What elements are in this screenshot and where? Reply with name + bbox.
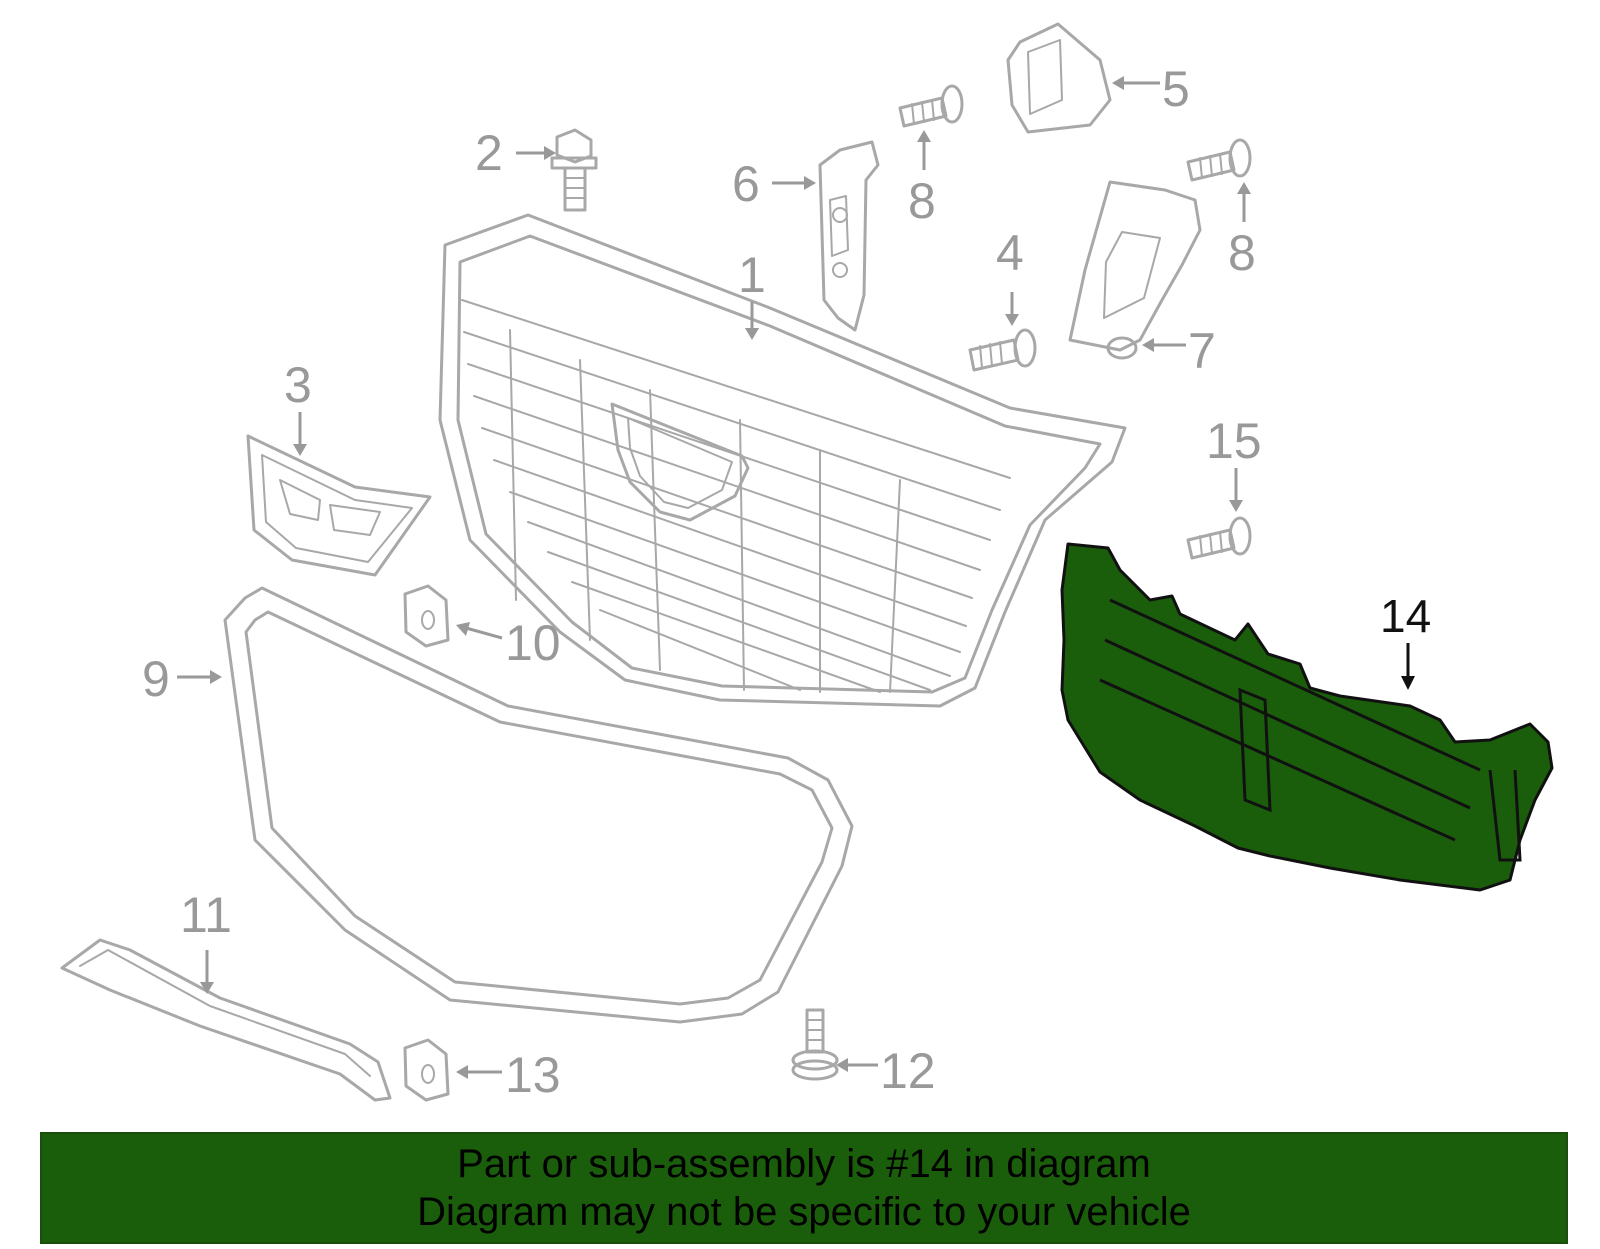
callout-14: 14 (1380, 590, 1431, 642)
screw-part-8b (1186, 138, 1252, 182)
callout-8b: 8 (1228, 225, 1256, 281)
callout-15: 15 (1206, 413, 1262, 469)
screw-part-15 (1186, 516, 1252, 560)
callout-12: 12 (880, 1043, 936, 1099)
callout-4: 4 (996, 225, 1024, 281)
clip-part-13 (403, 1038, 450, 1102)
callout-1: 1 (738, 247, 766, 303)
bolt-part-2 (550, 128, 598, 212)
info-banner: Part or sub-assembly is #14 in diagram D… (40, 1132, 1568, 1244)
callout-13: 13 (505, 1047, 561, 1103)
grille-part-1 (438, 213, 1127, 708)
banner-line-2: Diagram may not be specific to your vehi… (417, 1190, 1191, 1234)
callout-labels: 1 2 3 4 5 6 7 8 8 9 10 11 12 13 14 15 (142, 61, 1431, 1103)
emblem-part-3 (246, 434, 432, 577)
callout-9: 9 (142, 651, 170, 707)
trim-part-11 (60, 938, 392, 1102)
screw-part-4 (968, 328, 1037, 372)
callout-5: 5 (1162, 61, 1190, 117)
bracket-part-5 (1006, 22, 1112, 134)
leaders (177, 76, 1415, 1079)
shutter-part-14 (1060, 542, 1554, 892)
callout-6: 6 (732, 156, 760, 212)
bracket-part-7 (1068, 180, 1202, 360)
bolt-part-12 (791, 1008, 839, 1081)
callout-3: 3 (284, 357, 312, 413)
callout-10: 10 (505, 615, 561, 671)
banner-line-1: Part or sub-assembly is #14 in diagram (457, 1142, 1151, 1186)
callout-8a: 8 (908, 173, 936, 229)
frame-part-9 (223, 586, 854, 1024)
bracket-part-6 (818, 140, 880, 332)
screw-part-8a (898, 84, 964, 128)
callout-2: 2 (475, 125, 503, 181)
callout-11: 11 (180, 887, 232, 943)
callout-7: 7 (1188, 323, 1216, 379)
clip-part-10 (403, 584, 450, 648)
